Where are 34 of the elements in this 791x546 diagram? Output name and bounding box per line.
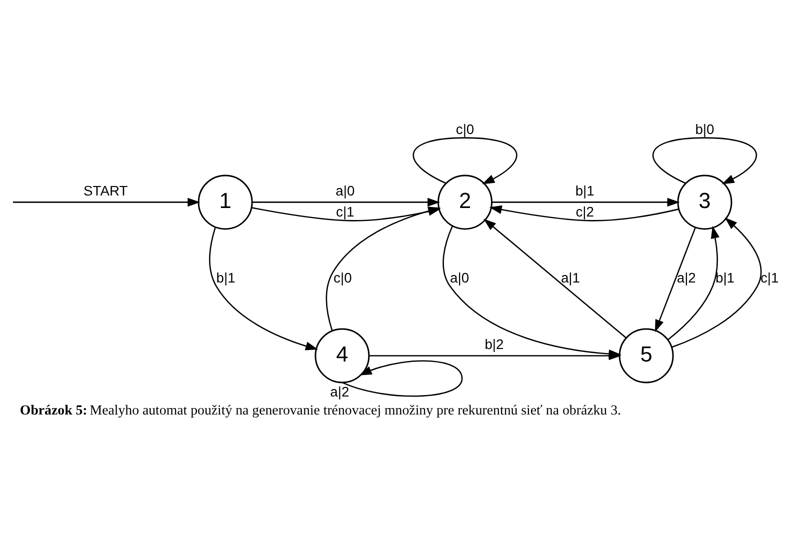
edge-label: a|2 (330, 383, 350, 400)
edge-label: c|0 (456, 121, 474, 138)
edge-label: a|0 (450, 270, 470, 286)
arrow (652, 137, 757, 184)
node-circle: 2 (438, 174, 492, 230)
edge-label: c|0 (334, 270, 352, 286)
arrow (12, 198, 200, 207)
edge-label: b|1 (575, 182, 594, 198)
edge-label: c|1 (760, 270, 779, 286)
arrow (412, 137, 518, 184)
arrow (654, 227, 696, 332)
edge-label: a|1 (560, 270, 580, 286)
caption: Obrázok 5: Mealyho automat použitý na generovanie trénovacej množiny pre rekurentnú sieť na obrázku 3. (20, 402, 621, 418)
arrow (672, 218, 762, 348)
edge-label: b|0 (695, 121, 714, 138)
edge-label: b|2 (484, 336, 504, 352)
arrow (252, 198, 440, 207)
arrow (492, 198, 680, 207)
node-circle: 3 (677, 174, 732, 230)
edge-label: c|2 (576, 203, 594, 220)
edge-label: b|1 (216, 270, 236, 286)
node-circle: 5 (618, 328, 674, 384)
edge-label: START (84, 182, 128, 198)
edge-label: c|1 (336, 203, 354, 220)
arrow (209, 226, 318, 350)
node-circle: 1 (198, 174, 253, 230)
edge-label: a|2 (676, 270, 696, 286)
edge-label: b|1 (716, 270, 735, 286)
arrow (668, 226, 720, 340)
node-circle: 4 (314, 328, 370, 384)
arrow (489, 205, 679, 222)
edge-label: a|0 (336, 182, 355, 198)
arrow (369, 351, 622, 360)
arrow (484, 218, 627, 338)
